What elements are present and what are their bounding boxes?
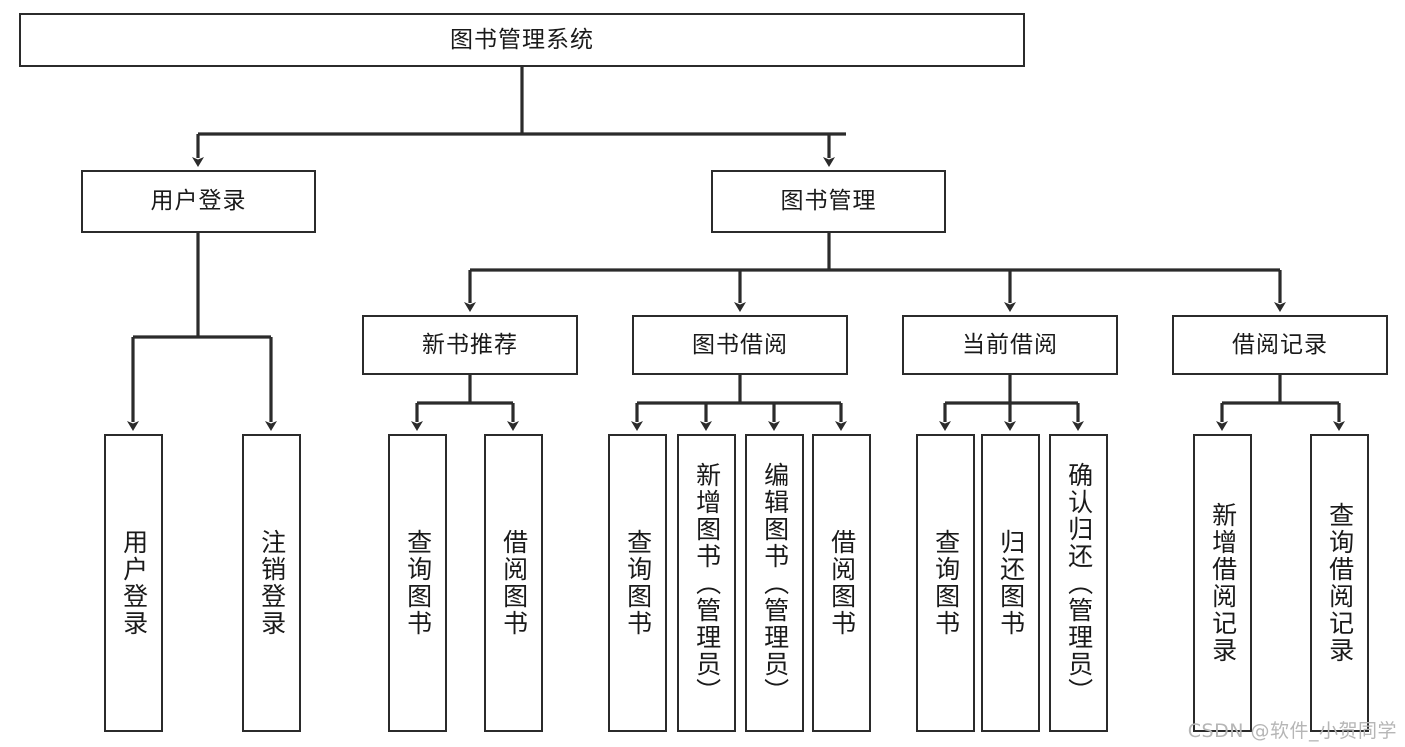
node-book-manage[interactable]: 图书管理 xyxy=(711,170,946,233)
node-leaf-user-login-label: 用户登录 xyxy=(119,529,149,637)
node-leaf-return-book-label: 归还图书 xyxy=(996,529,1026,637)
node-leaf-query-book-2[interactable]: 查询图书 xyxy=(608,434,667,732)
node-user-login-label: 用户登录 xyxy=(150,188,247,215)
node-leaf-logout-label: 注销登录 xyxy=(257,529,287,637)
node-leaf-confirm-return-label: 确认归还（管理员） xyxy=(1064,461,1094,705)
node-leaf-query-book-2-label: 查询图书 xyxy=(623,529,653,637)
node-leaf-borrow-book-2-label: 借阅图书 xyxy=(827,529,857,637)
node-leaf-logout[interactable]: 注销登录 xyxy=(242,434,301,732)
node-leaf-user-login[interactable]: 用户登录 xyxy=(104,434,163,732)
node-root[interactable]: 图书管理系统 xyxy=(19,13,1025,67)
node-leaf-borrow-book-2[interactable]: 借阅图书 xyxy=(812,434,871,732)
watermark: CSDN @软件_小贺同学 xyxy=(1187,720,1397,742)
node-leaf-query-record-label: 查询借阅记录 xyxy=(1325,502,1355,664)
node-leaf-borrow-book-1-label: 借阅图书 xyxy=(499,529,529,637)
node-new-book-recommend-label: 新书推荐 xyxy=(422,331,518,358)
node-book-borrow[interactable]: 图书借阅 xyxy=(632,315,848,375)
node-leaf-add-book-label: 新增图书（管理员） xyxy=(692,461,722,705)
node-root-label: 图书管理系统 xyxy=(450,26,594,53)
node-leaf-edit-book-label: 编辑图书（管理员） xyxy=(760,461,790,705)
node-leaf-borrow-book-1[interactable]: 借阅图书 xyxy=(484,434,543,732)
node-borrow-record-label: 借阅记录 xyxy=(1232,331,1328,358)
node-current-borrow[interactable]: 当前借阅 xyxy=(902,315,1118,375)
node-current-borrow-label: 当前借阅 xyxy=(962,331,1058,358)
node-leaf-query-book-3[interactable]: 查询图书 xyxy=(916,434,975,732)
node-leaf-edit-book[interactable]: 编辑图书（管理员） xyxy=(745,434,804,732)
node-leaf-confirm-return[interactable]: 确认归还（管理员） xyxy=(1049,434,1108,732)
node-user-login[interactable]: 用户登录 xyxy=(81,170,316,233)
node-book-manage-label: 图书管理 xyxy=(780,188,877,215)
node-leaf-query-record[interactable]: 查询借阅记录 xyxy=(1310,434,1369,732)
node-borrow-record[interactable]: 借阅记录 xyxy=(1172,315,1388,375)
node-leaf-query-book-1[interactable]: 查询图书 xyxy=(388,434,447,732)
node-leaf-query-book-1-label: 查询图书 xyxy=(403,529,433,637)
node-new-book-recommend[interactable]: 新书推荐 xyxy=(362,315,578,375)
node-leaf-return-book[interactable]: 归还图书 xyxy=(981,434,1040,732)
node-leaf-add-record[interactable]: 新增借阅记录 xyxy=(1193,434,1252,732)
node-book-borrow-label: 图书借阅 xyxy=(692,331,788,358)
node-leaf-add-record-label: 新增借阅记录 xyxy=(1208,502,1238,664)
node-leaf-add-book[interactable]: 新增图书（管理员） xyxy=(677,434,736,732)
node-leaf-query-book-3-label: 查询图书 xyxy=(931,529,961,637)
